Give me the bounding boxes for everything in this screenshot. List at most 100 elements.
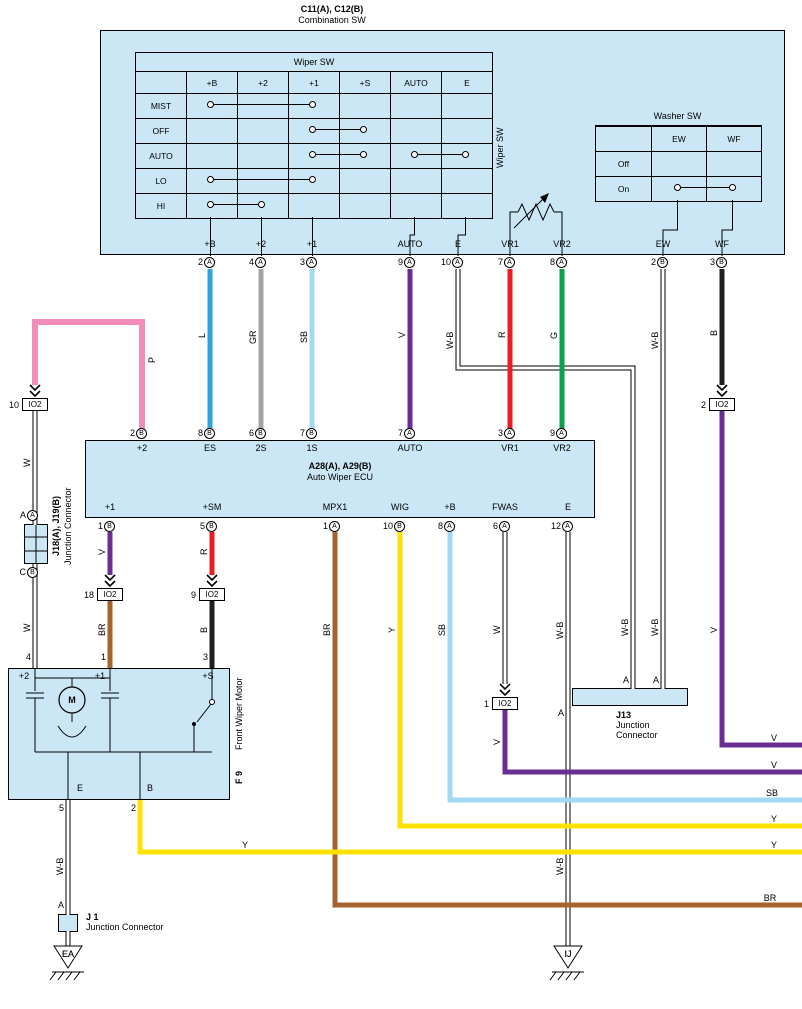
pin-number: 1 xyxy=(322,521,328,531)
pin-number: 2 xyxy=(197,257,203,267)
wiper-sw-cell xyxy=(339,118,390,143)
pin-number: 7 xyxy=(299,428,305,438)
wiper-sw-cell xyxy=(288,193,339,218)
motor-top-terminal-+1: +1 xyxy=(94,671,106,681)
connector-arrow-icon xyxy=(104,574,116,582)
junction-connector-j13-box xyxy=(572,688,688,706)
internal-line xyxy=(662,200,678,256)
pin-number: 7 xyxy=(497,257,503,267)
ground-label-EA: EA xyxy=(61,949,74,959)
pin-connector-letter: A xyxy=(255,256,266,268)
label-V: V xyxy=(770,760,777,770)
pin-number: 2 xyxy=(129,428,135,438)
pin-number: 3 xyxy=(497,428,503,438)
label-BR: BR xyxy=(763,893,777,903)
wiper-sw-col-header: +B xyxy=(186,71,237,93)
wire-label-W-B: W-B xyxy=(650,618,660,636)
motor-symbol-letter: M xyxy=(68,695,76,705)
pin-connector-letter: B xyxy=(306,427,317,439)
wiper-sw-corner-cell xyxy=(136,71,186,93)
contact-point xyxy=(258,201,265,208)
wiper-sw-cell xyxy=(339,193,390,218)
io2-connector-2: IO2 xyxy=(709,398,735,411)
ecu-top-terminal-AUTO: AUTO xyxy=(397,443,423,453)
pin-number: 6 xyxy=(492,521,498,531)
wiper-sw-cell xyxy=(441,118,492,143)
ground-label-IJ: IJ xyxy=(564,949,572,959)
wiper-sw-col-header: +2 xyxy=(237,71,288,93)
pin-number: 8 xyxy=(197,428,203,438)
washer-sw-corner-cell xyxy=(596,126,651,151)
connector-arrow-icon xyxy=(206,574,218,582)
j13-label: J13 Junction Connector xyxy=(616,710,658,740)
ecu-bottom-terminal-FWAS: FWAS xyxy=(492,502,518,512)
wire-V xyxy=(719,411,802,748)
contact-point xyxy=(674,184,681,191)
label-IJ: IJ xyxy=(564,949,572,959)
wiper-sw-cell xyxy=(288,118,339,143)
internal-line xyxy=(457,217,466,256)
pin-number: 9 xyxy=(549,428,555,438)
pin-connector-letter: A xyxy=(504,256,515,268)
wire-label-B: B xyxy=(199,627,209,634)
ground-hatch-icon xyxy=(65,971,73,981)
wiper-sw-cell xyxy=(339,143,390,168)
connector-arrow-icon xyxy=(716,390,728,398)
pin-number: 3 xyxy=(709,257,715,267)
wire-label-JunctionConnector: Junction Connector xyxy=(63,487,73,565)
wiper-sw-col-header: AUTO xyxy=(390,71,441,93)
label-5: 5 xyxy=(58,803,64,813)
wiper-sw-cell xyxy=(441,168,492,193)
wiper-sw-cell xyxy=(237,193,288,218)
connector-arrow-icon xyxy=(206,580,218,588)
contact-point xyxy=(207,101,214,108)
internal-line xyxy=(509,211,518,256)
wire-label-F9: F 9 xyxy=(234,770,244,784)
switch-pivot xyxy=(209,699,215,705)
pin-connector-letter: A xyxy=(404,427,415,439)
ground-triangle-icon xyxy=(53,945,83,969)
internal-line xyxy=(721,200,733,256)
wiper-sw-cell xyxy=(339,168,390,193)
contact-point xyxy=(729,184,736,191)
combination-sw-title: C11(A), C12(B) Combination SW xyxy=(232,4,432,26)
wire-label-V: V xyxy=(492,739,502,746)
contact-point xyxy=(309,126,316,133)
motor-bottom-terminal-B: B xyxy=(146,783,153,793)
wire-W-B-core xyxy=(456,269,635,689)
ecu-top-terminal-VR1: VR1 xyxy=(501,443,519,453)
motor-top-terminal-+2: +2 xyxy=(18,671,30,681)
wiper-sw-row-label: LO xyxy=(136,168,186,193)
j1-label: J 1 Junction Connector xyxy=(86,912,164,932)
ground-hatch-icon xyxy=(565,971,573,981)
wiper-sw-cell xyxy=(441,193,492,218)
wire-V xyxy=(502,710,802,775)
wire-label-GR: GR xyxy=(248,330,258,344)
pin-number: 7 xyxy=(397,428,403,438)
wire-label-P: P xyxy=(147,357,157,364)
washer-sw-row-label: On xyxy=(596,176,651,201)
ecu-title: A28(A), A29(B) Auto Wiper ECU xyxy=(85,461,595,483)
pin-number: 1 xyxy=(97,521,103,531)
combination-sw-terminal-AUTO: AUTO xyxy=(397,239,423,249)
ground-triangle-icon xyxy=(553,945,583,969)
wire-label-W-B: W-B xyxy=(555,857,565,875)
io2-connector-number: 2 xyxy=(700,400,706,410)
label-A: A xyxy=(622,675,629,685)
pin-connector-letter: A xyxy=(204,256,215,268)
contact-point xyxy=(309,151,316,158)
wire-Y xyxy=(137,800,802,855)
j13-name-line1: Junction xyxy=(616,720,650,730)
pin-connector-letter: A xyxy=(499,520,510,532)
connector-arrow-icon xyxy=(29,384,41,392)
label-4: 4 xyxy=(25,652,31,662)
ground-hatch-icon xyxy=(73,971,81,981)
